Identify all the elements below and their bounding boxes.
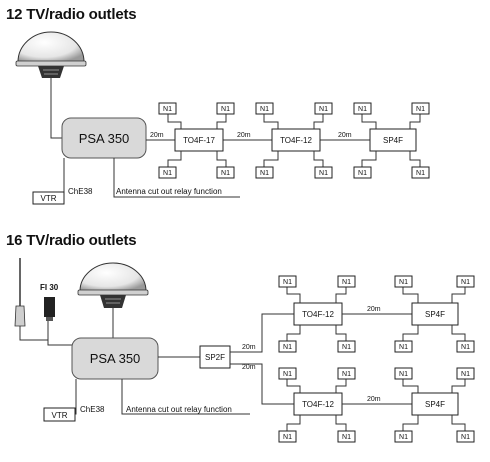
section-title-12-outlets: 12 TV/radio outlets <box>6 6 137 23</box>
svg-text:N1: N1 <box>163 170 172 177</box>
psa-350-label: PSA 350 <box>90 351 141 366</box>
psa-350-label: PSA 350 <box>79 131 130 146</box>
outlet-n1: N1 <box>337 367 356 380</box>
svg-text:N1: N1 <box>283 434 292 441</box>
tap-unit-label: TO4F-17 <box>183 136 215 145</box>
outlet-n1: N1 <box>314 166 333 179</box>
distance-label: 20m <box>242 344 256 351</box>
tap-unit-label: TO4F-12 <box>302 400 334 409</box>
svg-text:N1: N1 <box>260 170 269 177</box>
tap-unit-label: TO4F-12 <box>302 310 334 319</box>
splitter-label: SP2F <box>205 353 225 362</box>
section-16-outlets: FI 30 PSA 350 VTR ChE38 Antenna cut out … <box>14 258 475 443</box>
outlet-n1: N1 <box>456 430 475 443</box>
outlet-n1: N1 <box>456 340 475 353</box>
svg-text:N1: N1 <box>416 106 425 113</box>
svg-text:N1: N1 <box>461 434 470 441</box>
outlet-n1: N1 <box>278 430 297 443</box>
splitter-label: SP4F <box>425 400 445 409</box>
svg-text:N1: N1 <box>342 279 351 286</box>
svg-text:N1: N1 <box>319 170 328 177</box>
tap-unit-to4f-12 <box>271 128 321 152</box>
splitter-label: SP4F <box>383 136 403 145</box>
relay-function-label: Antenna cut out relay function <box>126 405 232 414</box>
splitter-sp2f <box>199 345 231 369</box>
svg-text:N1: N1 <box>358 106 367 113</box>
relay-function-label: Antenna cut out relay function <box>116 187 222 196</box>
outlet-n1: N1 <box>337 275 356 288</box>
tap-unit-to4f-17 <box>174 128 224 152</box>
splitter-sp4f <box>369 128 417 152</box>
outlet-n1: N1 <box>314 102 333 115</box>
splitter-sp4f <box>411 392 459 416</box>
whip-antenna-icon <box>14 258 26 327</box>
outlet-n1: N1 <box>337 340 356 353</box>
svg-text:N1: N1 <box>319 106 328 113</box>
outlet-n1: N1 <box>394 340 413 353</box>
svg-text:N1: N1 <box>260 106 269 113</box>
outlet-n1: N1 <box>394 430 413 443</box>
outlet-n1: N1 <box>337 430 356 443</box>
outlet-n1: N1 <box>353 166 372 179</box>
svg-text:N1: N1 <box>399 434 408 441</box>
outlet-n1: N1 <box>278 340 297 353</box>
svg-text:N1: N1 <box>163 106 172 113</box>
antenna-dome-icon <box>77 262 149 308</box>
tap-unit-label: TO4F-12 <box>280 136 312 145</box>
svg-text:N1: N1 <box>358 170 367 177</box>
outlet-n1: N1 <box>255 102 274 115</box>
svg-text:N1: N1 <box>461 344 470 351</box>
svg-text:N1: N1 <box>461 371 470 378</box>
svg-text:N1: N1 <box>342 344 351 351</box>
svg-text:N1: N1 <box>416 170 425 177</box>
splitter-label: SP4F <box>425 310 445 319</box>
svg-text:N1: N1 <box>399 371 408 378</box>
psa-350-unit <box>61 117 147 159</box>
outlet-n1: N1 <box>216 102 235 115</box>
outlet-n1: N1 <box>353 102 372 115</box>
fi30-label: FI 30 <box>40 283 59 292</box>
outlet-n1: N1 <box>158 166 177 179</box>
section-12-outlets: PSA 350 VTR ChE38 Antenna cut out relay … <box>15 31 430 205</box>
vtr-label: VTR <box>52 411 68 420</box>
vtr-box <box>43 407 76 422</box>
svg-text:N1: N1 <box>283 371 292 378</box>
outlet-n1: N1 <box>255 166 274 179</box>
distance-label: 20m <box>367 396 381 403</box>
svg-text:N1: N1 <box>283 279 292 286</box>
splitter-sp4f <box>411 302 459 326</box>
distance-label: 20m <box>150 132 164 139</box>
vtr-label: VTR <box>41 194 57 203</box>
svg-text:N1: N1 <box>221 106 230 113</box>
svg-text:N1: N1 <box>342 434 351 441</box>
outlet-n1: N1 <box>278 367 297 380</box>
outlet-n1: N1 <box>411 102 430 115</box>
svg-text:N1: N1 <box>399 344 408 351</box>
outlet-n1: N1 <box>278 275 297 288</box>
distance-label: 20m <box>242 364 256 371</box>
fi30-filter-icon <box>44 297 55 321</box>
distance-label: 20m <box>338 132 352 139</box>
outlet-n1: N1 <box>456 275 475 288</box>
svg-text:N1: N1 <box>399 279 408 286</box>
distance-label: 20m <box>237 132 251 139</box>
outlet-n1: N1 <box>216 166 235 179</box>
outlet-n1: N1 <box>394 367 413 380</box>
section-title-16-outlets: 16 TV/radio outlets <box>6 232 137 249</box>
vtr-box <box>32 191 65 205</box>
outlet-n1: N1 <box>394 275 413 288</box>
svg-text:N1: N1 <box>221 170 230 177</box>
distance-label: 20m <box>367 306 381 313</box>
antenna-dome-icon <box>15 31 87 78</box>
che38-label: ChE38 <box>80 405 105 414</box>
psa-350-unit <box>71 337 159 380</box>
svg-text:N1: N1 <box>283 344 292 351</box>
svg-text:N1: N1 <box>461 279 470 286</box>
outlet-n1: N1 <box>158 102 177 115</box>
che38-label: ChE38 <box>68 187 93 196</box>
svg-text:N1: N1 <box>342 371 351 378</box>
outlet-n1: N1 <box>456 367 475 380</box>
outlet-n1: N1 <box>411 166 430 179</box>
